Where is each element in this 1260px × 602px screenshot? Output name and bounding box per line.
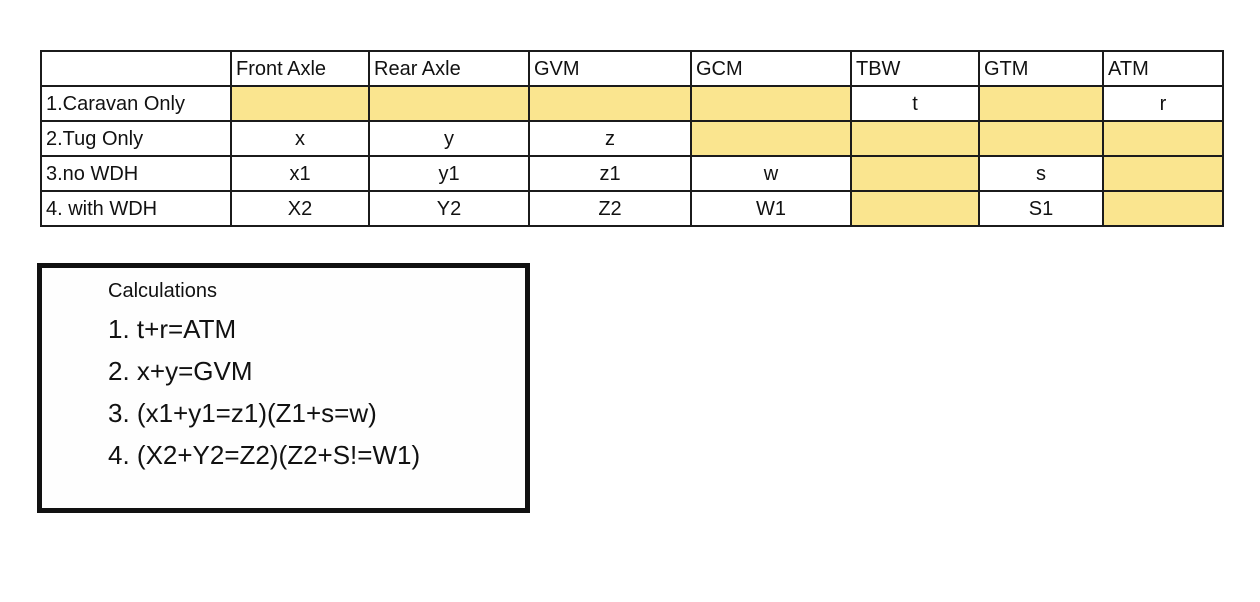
table-cell: x1 [230,155,370,192]
table-cell [230,85,370,122]
table-cell [978,120,1104,157]
col-header-gcm: GCM [690,50,852,87]
table-cell [978,85,1104,122]
calculations-box: Calculations 1. t+r=ATM 2. x+y=GVM 3. (x… [37,263,530,513]
table-cell: r [1102,85,1224,122]
table-cell: x [230,120,370,157]
table-cell: Z2 [528,190,692,227]
table-cell [850,190,980,227]
row-label-caravan-only: 1.Caravan Only [40,85,232,122]
table-cell: t [850,85,980,122]
table-row-no-wdh: 3.no WDH x1 y1 z1 w s [40,155,1224,192]
table-cell [1102,190,1224,227]
col-header-front-axle: Front Axle [230,50,370,87]
col-header-tbw: TBW [850,50,980,87]
table-row-tug-only: 2.Tug Only x y z [40,120,1224,157]
row-label-no-wdh: 3.no WDH [40,155,232,192]
calculation-item-2: 2. x+y=GVM [108,356,253,386]
table-cell: w [690,155,852,192]
calculation-item-4: 4. (X2+Y2=Z2)(Z2+S!=W1) [108,440,421,470]
calculations-title: Calculations [108,280,217,302]
table-cell: y1 [368,155,530,192]
table-cell: z [528,120,692,157]
col-header-gvm: GVM [528,50,692,87]
table-row-caravan-only: 1.Caravan Only t r [40,85,1224,122]
table-cell [368,85,530,122]
table-cell [690,85,852,122]
table-cell: Y2 [368,190,530,227]
corner-cell [40,50,232,87]
col-header-gtm: GTM [978,50,1104,87]
col-header-rear-axle: Rear Axle [368,50,530,87]
table-cell [1102,120,1224,157]
table-cell [1102,155,1224,192]
table-cell: y [368,120,530,157]
row-label-with-wdh: 4. with WDH [40,190,232,227]
col-header-atm: ATM [1102,50,1224,87]
table-header-row: Front Axle Rear Axle GVM GCM TBW GTM ATM [40,50,1224,87]
table-cell: W1 [690,190,852,227]
table-cell: z1 [528,155,692,192]
calculation-item-1: 1. t+r=ATM [108,314,237,344]
table-row-with-wdh: 4. with WDH X2 Y2 Z2 W1 S1 [40,190,1224,227]
calculation-item-3: 3. (x1+y1=z1)(Z1+s=w) [108,398,377,428]
table-cell [850,155,980,192]
table-cell: X2 [230,190,370,227]
table-cell: s [978,155,1104,192]
row-label-tug-only: 2.Tug Only [40,120,232,157]
table-cell: S1 [978,190,1104,227]
table-cell [850,120,980,157]
weights-table: Front Axle Rear Axle GVM GCM TBW GTM ATM… [40,50,1224,227]
table-cell [528,85,692,122]
table-cell [690,120,852,157]
